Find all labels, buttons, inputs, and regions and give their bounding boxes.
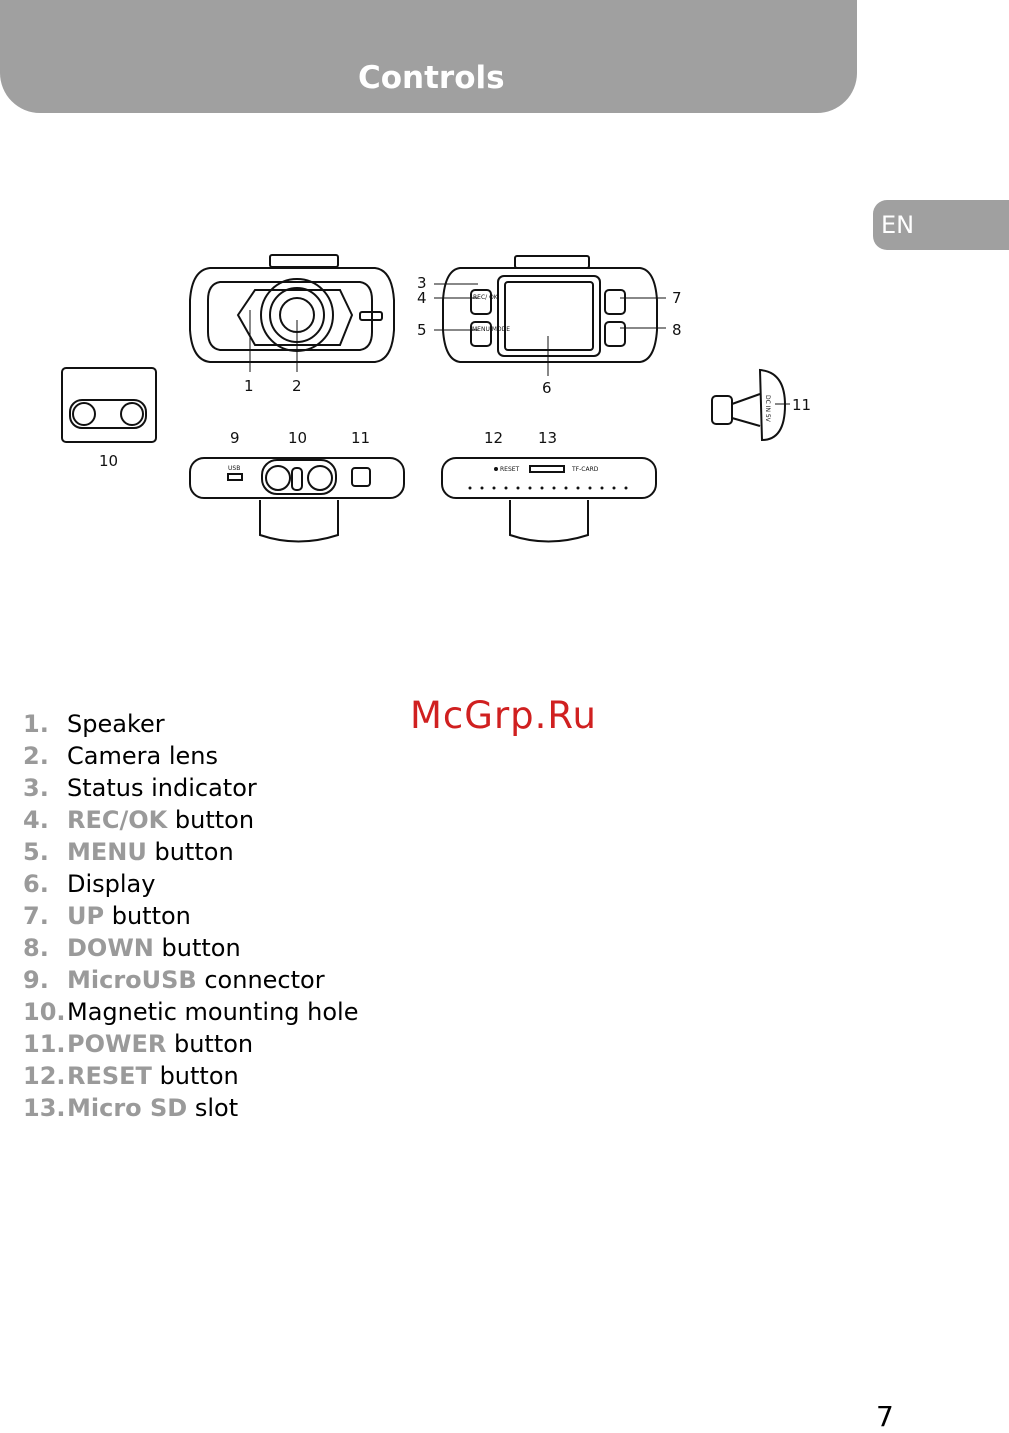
list-item: 2.Camera lens [23, 742, 218, 770]
page-title: Controls [358, 60, 505, 96]
language-tab: EN [873, 200, 1009, 250]
tf-card-label: TF-CARD [571, 466, 599, 473]
callout-13: 13 [538, 429, 557, 447]
list-item: 11.POWER button [23, 1030, 254, 1058]
dc-in-label: DC IN 5V [764, 395, 771, 423]
list-item: 10.Magnetic mounting hole [23, 998, 359, 1026]
list-item: 6.Display [23, 870, 156, 898]
callout-2: 2 [292, 377, 302, 395]
list-item: 1.Speaker [23, 710, 165, 738]
language-label: EN [881, 211, 915, 239]
menu-mode-label: MENU MODE [472, 326, 510, 333]
list-item: 4.REC/OK button [23, 806, 255, 834]
camera-front-view [189, 254, 395, 363]
list-item: 8.DOWN button [23, 934, 241, 962]
list-item: 9.MicroUSB connector [23, 966, 325, 994]
rec-ok-label: REC/ OK [473, 294, 499, 301]
callout-7: 7 [672, 289, 682, 307]
callout-10: 10 [99, 452, 118, 470]
callout-5: 5 [417, 321, 427, 339]
camera-mount-view [61, 367, 157, 443]
callout-11-top: 11 [351, 429, 370, 447]
vent-dots [468, 486, 628, 490]
list-item: 5.MENU button [23, 838, 234, 866]
camera-top-view-right [441, 457, 657, 543]
callout-4: 4 [417, 289, 427, 307]
callout-10-top: 10 [288, 429, 307, 447]
camera-back-view [442, 255, 658, 363]
callout-1: 1 [244, 377, 254, 395]
list-item: 13.Micro SD slot [23, 1094, 239, 1122]
reset-label: RESET [500, 466, 520, 473]
mount-side-view [711, 368, 787, 442]
controls-list: 1.Speaker 2.Camera lens 3.Status indicat… [23, 708, 359, 1124]
callout-9: 9 [230, 429, 240, 447]
list-item: 7.UP button [23, 902, 191, 930]
callout-11: 11 [792, 396, 811, 414]
watermark: McGrp.Ru [410, 694, 597, 737]
list-item: 12.RESET button [23, 1062, 239, 1090]
callout-6: 6 [542, 379, 552, 397]
usb-label: USB [228, 465, 240, 472]
camera-top-view-left [189, 457, 405, 543]
header-tab: Controls [0, 0, 857, 113]
callout-8: 8 [672, 321, 682, 339]
callout-3: 3 [417, 274, 427, 292]
page-number: 7 [876, 1400, 894, 1433]
callout-12: 12 [484, 429, 503, 447]
list-item: 3.Status indicator [23, 774, 257, 802]
controls-diagram: REC/ OK MENU MODE RESET TF-CARD USB DC I… [61, 254, 811, 543]
